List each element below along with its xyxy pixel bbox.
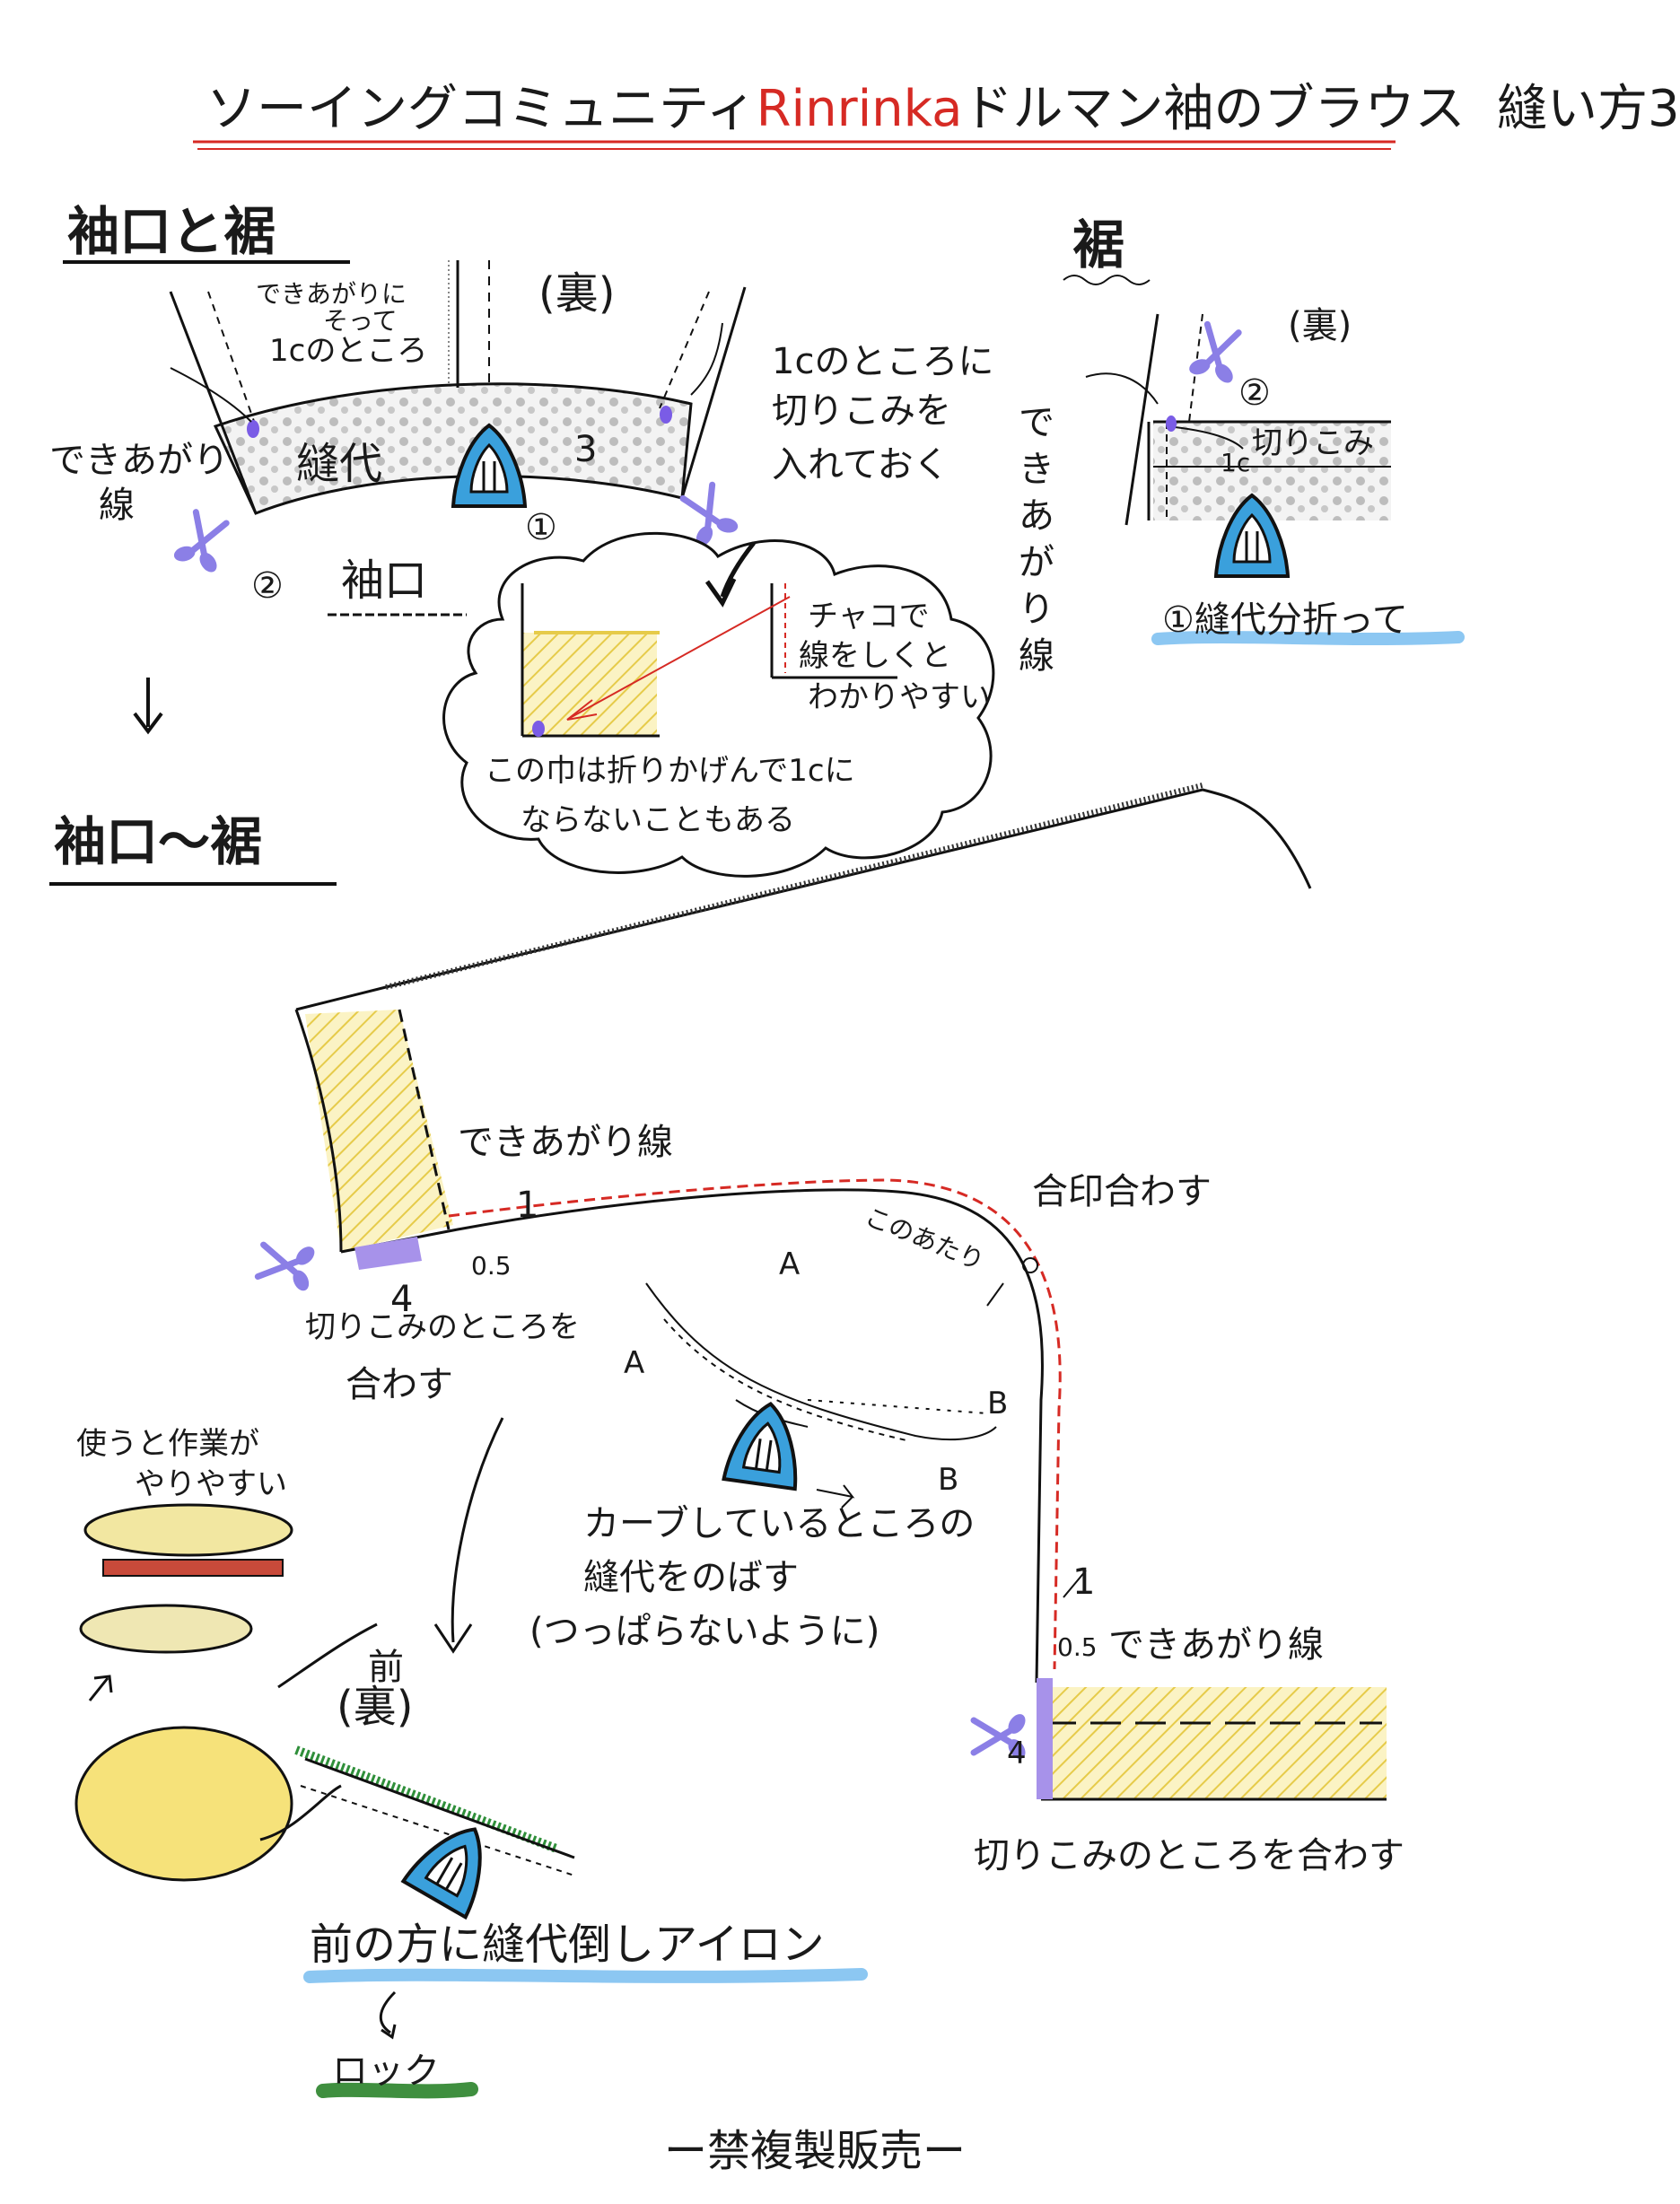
note-top-3: 1cのところ (269, 333, 428, 369)
curve-note-3: (つっぱらないように) (529, 1611, 880, 1652)
cloud-note-1: この巾は折りかげんで1cに (485, 753, 855, 789)
label-a-top: A (779, 1246, 801, 1282)
copy-notice: ー禁複製販売ー (664, 2126, 967, 2176)
chako-note-1: チャコで (808, 599, 930, 634)
title-part: 縫い方3 (1497, 80, 1680, 138)
chako-note-3: わかりやすい (808, 679, 991, 715)
cut-note-3: 入れておく (772, 444, 949, 485)
hem-step-2: ② (1238, 372, 1271, 414)
mae-label: 前 (368, 1647, 404, 1688)
right-dekiagari-label: できあがり線 (1108, 1624, 1324, 1666)
measure-05-left: 0.5 (471, 1251, 512, 1281)
curve-note-1: カーブしているところの (583, 1503, 976, 1544)
title-product: ドルマン袖のブラウス (962, 80, 1466, 138)
dekiagari-label: できあがり (49, 440, 229, 481)
hem-step-note: ①縫代分折って (1162, 599, 1408, 641)
curve-note-2: 縫代をのばす (583, 1557, 799, 1598)
brand-name: Rinrinka (756, 80, 963, 138)
kirikomi-match-2: 合わす (346, 1364, 453, 1405)
hem-vertical-label: できあがり線 (1019, 402, 1054, 677)
hem-1c: 1c (1221, 448, 1251, 477)
sodeguchi-label: 袖口 (341, 555, 428, 606)
width-3: 3 (574, 429, 598, 470)
heading-hem: 裾 (1072, 214, 1125, 276)
measure-1-right: 1 (1072, 1561, 1096, 1603)
tools-note-2: やりやすい (135, 1466, 287, 1502)
sewing-illustration (49, 140, 1465, 2099)
note-top-2: そって (323, 306, 398, 336)
seam-allowance-label: 縫代 (296, 439, 383, 489)
chako-note-2: 線をしくと (799, 638, 951, 674)
dekiagari-sen: 線 (99, 485, 135, 526)
hem-kirikomi: 切りこみ (1252, 425, 1374, 461)
measure-1-left: 1 (516, 1185, 539, 1226)
title-prefix: ソーイングコミュニティ (206, 80, 757, 138)
page-title: ソーイングコミュニティRinrinkaドルマン袖のブラウス 縫い方3 (206, 80, 1680, 138)
cut-note-2: 切りこみを (772, 390, 951, 432)
label-b-bottom: B (938, 1462, 959, 1498)
press-ura-label: (裏) (337, 1682, 414, 1732)
right-kirikomi-label: 切りこみのところを合わす (974, 1835, 1404, 1876)
measure-4-right: 4 (1007, 1736, 1027, 1771)
aijirushi-label: 合印合わす (1032, 1171, 1212, 1212)
tools-note-1: 使うと作業が (76, 1426, 259, 1462)
dekiagari-line-label: できあがり線 (458, 1122, 673, 1163)
kirikomi-match-1: 切りこみのところを (305, 1309, 580, 1345)
heading-cuff-and-hem: 袖口と裾 (67, 201, 276, 262)
step-2: ② (251, 565, 284, 607)
measure-05-right: 0.5 (1057, 1632, 1098, 1662)
ura-label: (裏) (538, 268, 616, 319)
cloud-note-2: ならないこともある (521, 802, 795, 838)
label-a-left: A (624, 1345, 645, 1381)
hem-ura: (裏) (1288, 305, 1352, 346)
measure-4-left: 4 (390, 1279, 414, 1320)
step-1: ① (525, 507, 557, 548)
cut-note-1: 1cのところに (772, 341, 994, 382)
heading-cuff-to-hem: 袖口〜裾 (54, 811, 263, 872)
lock-label: ロック (332, 2051, 440, 2092)
note-top-1: できあがりに (256, 279, 407, 309)
press-instruction: 前の方に縫代倒しアイロン (310, 1920, 825, 1970)
label-b-right: B (987, 1386, 1009, 1421)
